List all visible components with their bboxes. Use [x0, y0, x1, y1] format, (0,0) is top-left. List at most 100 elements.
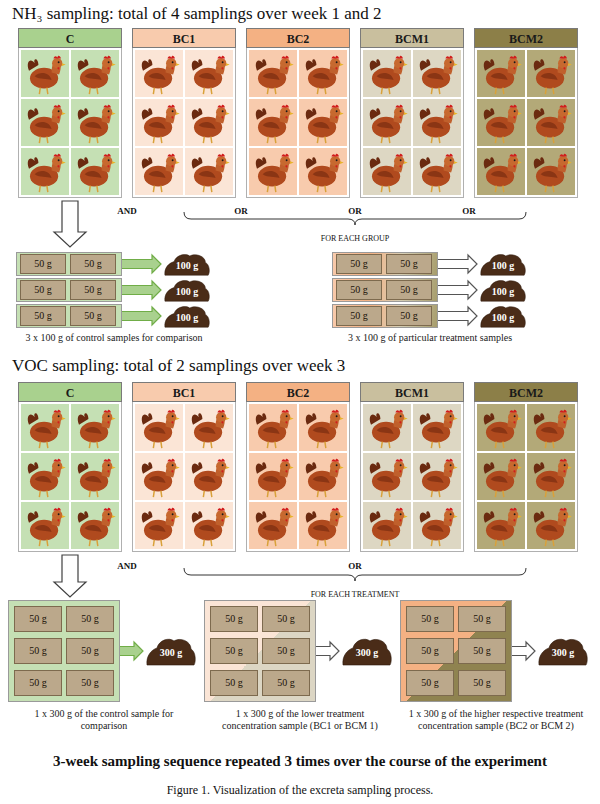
pen-cell [185, 404, 233, 451]
group-header: BCM1 [360, 28, 464, 48]
label-slot: AND [0, 555, 427, 573]
sample-weight: 50 g [407, 671, 453, 695]
hen-figure-use [306, 56, 344, 94]
hen-pen [18, 402, 122, 552]
pen-cell [413, 99, 461, 146]
hen-figure [185, 502, 233, 549]
pen-cell [135, 99, 183, 146]
hen-pen [246, 48, 350, 198]
pen-cell [185, 502, 233, 549]
caption-slot: Figure 1. Visualization of the excreta s… [0, 780, 600, 798]
hen-figure [363, 453, 411, 500]
sample-group: 1 x 300 g of the higher respective treat… [400, 600, 592, 732]
excreta-sample: 50 g [14, 606, 62, 632]
hen-figure [477, 502, 525, 549]
pooled-sample: 100 g [480, 304, 526, 328]
excreta-sample: 50 g [20, 280, 66, 300]
sample-weight: 50 g [459, 607, 505, 631]
hen-figure [185, 453, 233, 500]
hen-figure [185, 50, 233, 97]
group-caption: 1 x 300 g of the higher respective treat… [400, 708, 592, 732]
excreta-sample: 50 g [66, 670, 114, 696]
sample-weight: 50 g [407, 639, 453, 663]
pooled-sample: 100 g [480, 278, 526, 302]
label-slot: NH₃ sampling: total of 4 samplings over … [12, 4, 592, 24]
figure-caption: Figure 1. Visualization of the excreta s… [167, 783, 434, 798]
hen-figure [413, 148, 461, 195]
block-arrow [119, 307, 161, 325]
hen-figure [21, 50, 69, 97]
block-arrow [117, 642, 143, 660]
pen-cell [185, 453, 233, 500]
hen-figure-use [78, 56, 116, 94]
sample-weight: 50 g [71, 281, 115, 299]
pen-cell [21, 99, 69, 146]
section-heading: VOC sampling: total of 2 samplings over … [12, 356, 345, 376]
hen-figure-use [534, 410, 572, 448]
pen-cell [363, 50, 411, 97]
pen-column: C [18, 28, 122, 198]
hen-figure [527, 50, 575, 97]
hen-figure [527, 99, 575, 146]
pen-cell [71, 502, 119, 549]
sample-weight: 50 g [337, 281, 381, 299]
pen-cell [249, 148, 297, 195]
pen-cell [299, 99, 347, 146]
hen-figure-use [420, 459, 458, 497]
hen-figure-use [420, 105, 458, 143]
sample-group: 1 x 300 g of the control sample for comp… [8, 600, 200, 732]
connector-word: FOR EACH TREATMENT [311, 590, 400, 599]
pen-cell [299, 50, 347, 97]
group-header: C [18, 28, 122, 48]
hen-figure-use [78, 508, 116, 546]
hen-figure-use [192, 459, 230, 497]
hen-figure [299, 148, 347, 195]
pen-column: BCM2 [474, 28, 578, 198]
group-header: BCM2 [474, 382, 578, 402]
sample-weight: 50 g [67, 671, 113, 695]
hen-figure [71, 404, 119, 451]
pen-cell [249, 99, 297, 146]
hen-figure-use [370, 459, 408, 497]
pooled-weight: 100 g [480, 252, 526, 280]
excreta-sample: 50 g [262, 638, 310, 664]
sample-weight: 50 g [387, 307, 431, 325]
pen-cell [185, 148, 233, 195]
hen-figure [71, 148, 119, 195]
pooled-weight: 100 g [480, 278, 526, 306]
pen-cell [249, 453, 297, 500]
excreta-sample: 50 g [458, 638, 506, 664]
pen-cell [71, 453, 119, 500]
hen-figure-use [28, 154, 66, 192]
hen-figure-use [78, 154, 116, 192]
label-slot: OR [169, 200, 600, 218]
hen-figure [135, 404, 183, 451]
hen-figure-use [370, 410, 408, 448]
hen-figure-use [370, 105, 408, 143]
hen-figure [21, 404, 69, 451]
sample-weight: 50 g [459, 671, 505, 695]
hen-figure [71, 99, 119, 146]
hen-pen [132, 402, 236, 552]
pen-cell [527, 404, 575, 451]
hen-figure-use [534, 105, 572, 143]
hen-figure-use [370, 56, 408, 94]
hen-figure [249, 502, 297, 549]
pen-cell [527, 50, 575, 97]
hen-figure-use [28, 508, 66, 546]
hen-figure-use [256, 410, 294, 448]
pen-cell [135, 404, 183, 451]
hen-pen [18, 48, 122, 198]
pen-cell [527, 99, 575, 146]
pooled-sample: 100 g [164, 252, 210, 276]
hen-figure [249, 99, 297, 146]
pen-cell [413, 453, 461, 500]
pen-column: BC2 [246, 382, 350, 552]
hen-figure [363, 50, 411, 97]
hen-figure-use [484, 508, 522, 546]
pen-cell [21, 50, 69, 97]
pen-cell [363, 453, 411, 500]
pooled-weight: 300 g [146, 636, 196, 670]
excreta-sample: 50 g [262, 606, 310, 632]
